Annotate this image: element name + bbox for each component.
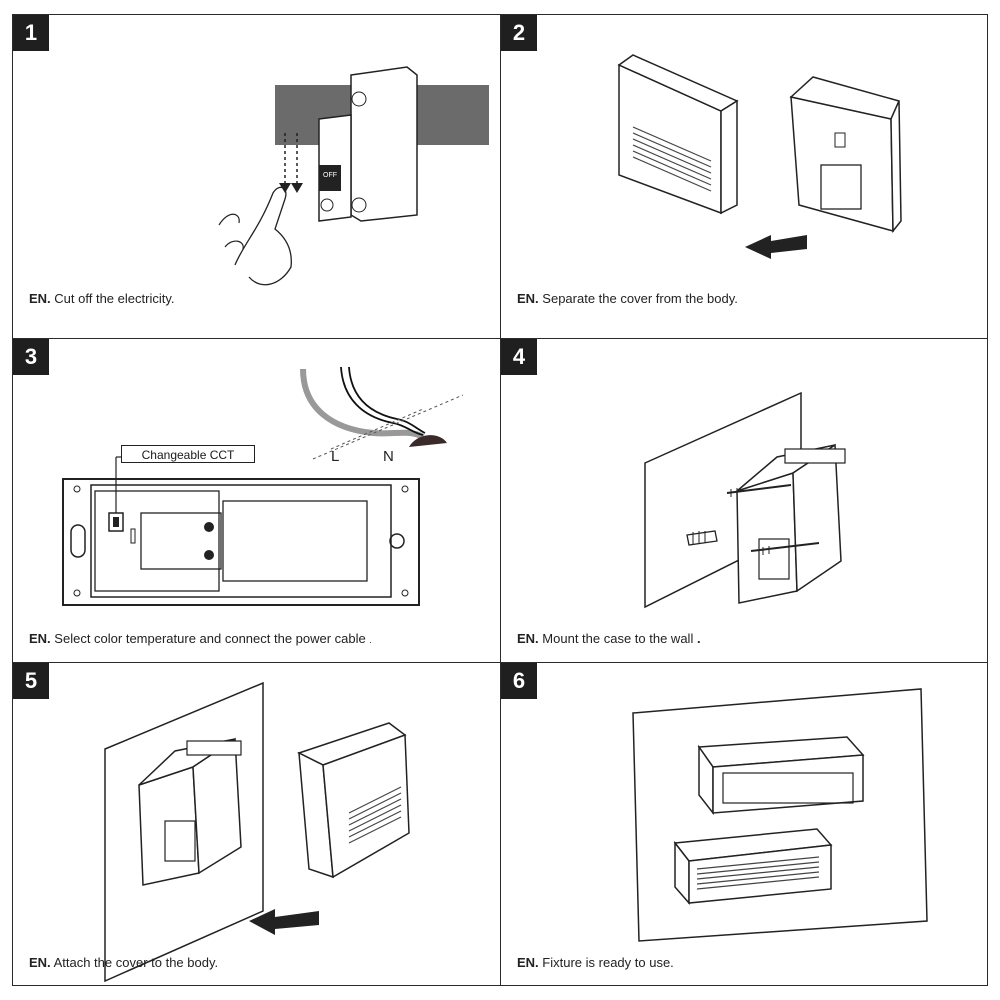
lang-label: EN. xyxy=(29,291,51,306)
wall-anchor xyxy=(686,530,718,546)
step-6-panel: 6 EN. Fixture is ready to use. xyxy=(501,663,987,985)
separate-cover-illustration xyxy=(617,54,902,259)
step-5-panel: 5 EN. Attach t xyxy=(13,663,501,985)
lang-label: EN. xyxy=(29,631,51,646)
step-number: 6 xyxy=(501,663,537,699)
step-number: 1 xyxy=(13,15,49,51)
breaker-illustration: OFF xyxy=(218,66,489,286)
step-2-panel: 2 EN. Separate the co xyxy=(501,15,987,339)
fixture-top xyxy=(697,736,865,816)
step-caption: Mount the case to the wall xyxy=(542,631,694,646)
connector-icon xyxy=(409,435,447,447)
instruction-grid: 1 OFF EN. Cut off the electricity. 2 xyxy=(12,14,988,986)
lang-label: EN. xyxy=(517,291,539,306)
fixture-body xyxy=(789,76,902,234)
lang-label: EN. xyxy=(29,955,51,970)
fixture-bottom xyxy=(673,828,833,905)
lang-label: EN. xyxy=(517,955,539,970)
step-number: 3 xyxy=(13,339,49,375)
power-cable xyxy=(300,368,425,440)
fixture-cover xyxy=(297,722,410,879)
step-caption: Attach the cover to the body. xyxy=(53,955,219,970)
direction-arrow xyxy=(275,911,319,929)
fixture-body xyxy=(138,737,242,886)
step-number: 2 xyxy=(501,15,537,51)
step-caption: Select color temperature and connect the… xyxy=(54,631,366,646)
step-number: 4 xyxy=(501,339,537,375)
step-4-panel: 4 EN. Mount the case to the wall . xyxy=(501,339,987,663)
wiring-illustration: L N xyxy=(62,366,464,606)
breaker-off-label: OFF xyxy=(323,172,337,179)
step-caption: Fixture is ready to use. xyxy=(542,955,674,970)
step-number: 5 xyxy=(13,663,49,699)
fixture-body xyxy=(736,443,846,604)
step-1-panel: 1 OFF EN. Cut off the electricity. xyxy=(13,15,501,339)
live-wire-label: L xyxy=(331,448,339,465)
breaker-switch xyxy=(319,165,341,191)
cct-callout: Changeable CCT xyxy=(121,445,255,463)
attach-cover-illustration xyxy=(104,681,410,983)
step-3-panel: 3 L N xyxy=(13,339,501,663)
mount-case-illustration xyxy=(644,391,846,609)
wall xyxy=(632,688,928,942)
step-caption: Cut off the electricity. xyxy=(54,291,175,306)
hand-icon xyxy=(234,186,292,286)
step-caption: Separate the cover from the body. xyxy=(542,291,738,306)
lang-label: EN. xyxy=(517,631,539,646)
direction-arrow xyxy=(771,235,807,253)
neutral-wire-label: N xyxy=(383,448,394,465)
finished-fixture-illustration xyxy=(632,688,928,942)
fixture-back-plate xyxy=(62,478,420,606)
fixture-cover xyxy=(617,54,739,215)
